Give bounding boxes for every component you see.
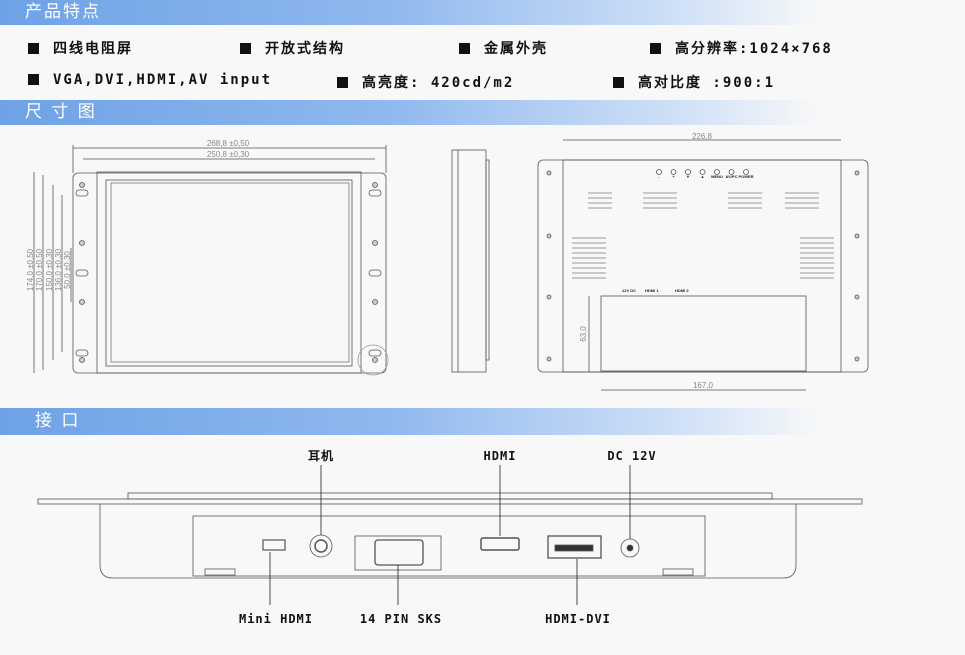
interface-drawing: 耳机 HDMI DC 12V Mini HDMI 14 PIN SKS HDMI…	[37, 448, 863, 626]
svg-text:HDMI: HDMI	[484, 449, 517, 463]
svg-text:250,8 ±0,30: 250,8 ±0,30	[207, 150, 250, 159]
svg-text:136,0 ±0,30: 136,0 ±0,30	[54, 248, 63, 291]
svg-text:Mini HDMI: Mini HDMI	[239, 612, 313, 626]
svg-text:50,0 ±0,30: 50,0 ±0,30	[63, 251, 72, 289]
svg-text:DC 12V: DC 12V	[607, 449, 656, 463]
svg-text:HDMI 2: HDMI 2	[675, 288, 689, 293]
svg-text:226,8: 226,8	[692, 132, 713, 141]
svg-text:167,0: 167,0	[693, 381, 714, 390]
section-header-interfaces: 接 口	[0, 408, 965, 435]
button-label: MENU	[711, 174, 723, 179]
button-label: POWER	[738, 174, 753, 179]
svg-text:HDMI 1: HDMI 1	[645, 288, 659, 293]
section-header-dimensions: 尺 寸 图	[0, 100, 965, 125]
svg-text:268,8 ±0,50: 268,8 ±0,50	[207, 139, 250, 148]
button-label: -	[658, 174, 660, 179]
svg-text:HDMI-DVI: HDMI-DVI	[545, 612, 611, 626]
button-hole	[699, 169, 706, 175]
button-label: +	[672, 174, 675, 179]
svg-text:12V DC: 12V DC	[622, 288, 636, 293]
feature-item: VGA,DVI,HDMI,AV input	[28, 72, 272, 88]
button-label: ▼	[686, 174, 690, 179]
section-header-features: 产品特点	[0, 0, 965, 25]
svg-text:174,0 ±0,50: 174,0 ±0,50	[26, 248, 35, 291]
feature-item: 开放式结构	[240, 38, 345, 58]
feature-item: 金属外壳	[459, 38, 548, 58]
button-hole	[728, 169, 735, 175]
svg-text:耳机: 耳机	[308, 448, 334, 463]
button-hole	[670, 169, 677, 175]
button-hole	[656, 169, 662, 175]
button-hole	[714, 169, 720, 175]
feature-item: 四线电阻屏	[28, 38, 133, 58]
svg-text:63,0: 63,0	[579, 326, 588, 342]
svg-text:14 PIN SKS: 14 PIN SKS	[360, 612, 442, 626]
front-view-drawing: 268,8 ±0,50 250,8 ±0,30 174,0 ±0,50 170,…	[26, 139, 389, 376]
feature-item: 高亮度: 420cd/m2	[337, 72, 514, 92]
button-label: ▲	[701, 174, 705, 179]
button-hole	[743, 169, 749, 175]
svg-text:170,0 ±0,50: 170,0 ±0,50	[35, 248, 44, 291]
feature-item: 高分辨率:1024×768	[650, 38, 833, 58]
button-label: AV/PC	[726, 174, 738, 179]
button-hole	[685, 169, 691, 175]
feature-item: 高对比度 :900:1	[613, 72, 775, 92]
svg-text:150,0 ±0,30: 150,0 ±0,30	[45, 248, 54, 291]
side-view-drawing	[451, 149, 490, 373]
